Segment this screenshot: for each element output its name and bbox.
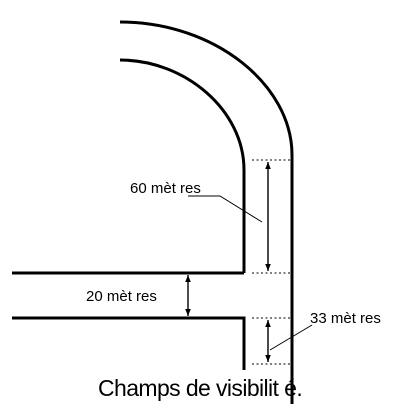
inner-road-edge xyxy=(119,58,246,273)
sixty-meters-label: 60 mèt res xyxy=(130,180,201,197)
twenty-meters-label: 20 mèt res xyxy=(86,288,157,305)
thirtythree-meters-label: 33 mèt res xyxy=(310,310,381,327)
side-road-lower-edge xyxy=(12,316,246,370)
diagram-caption: Champs de visibilit é. xyxy=(98,375,302,401)
outer-road-edge xyxy=(119,20,294,404)
thirtythree-leader-line xyxy=(269,324,313,351)
sixty-leader-line xyxy=(188,195,263,223)
